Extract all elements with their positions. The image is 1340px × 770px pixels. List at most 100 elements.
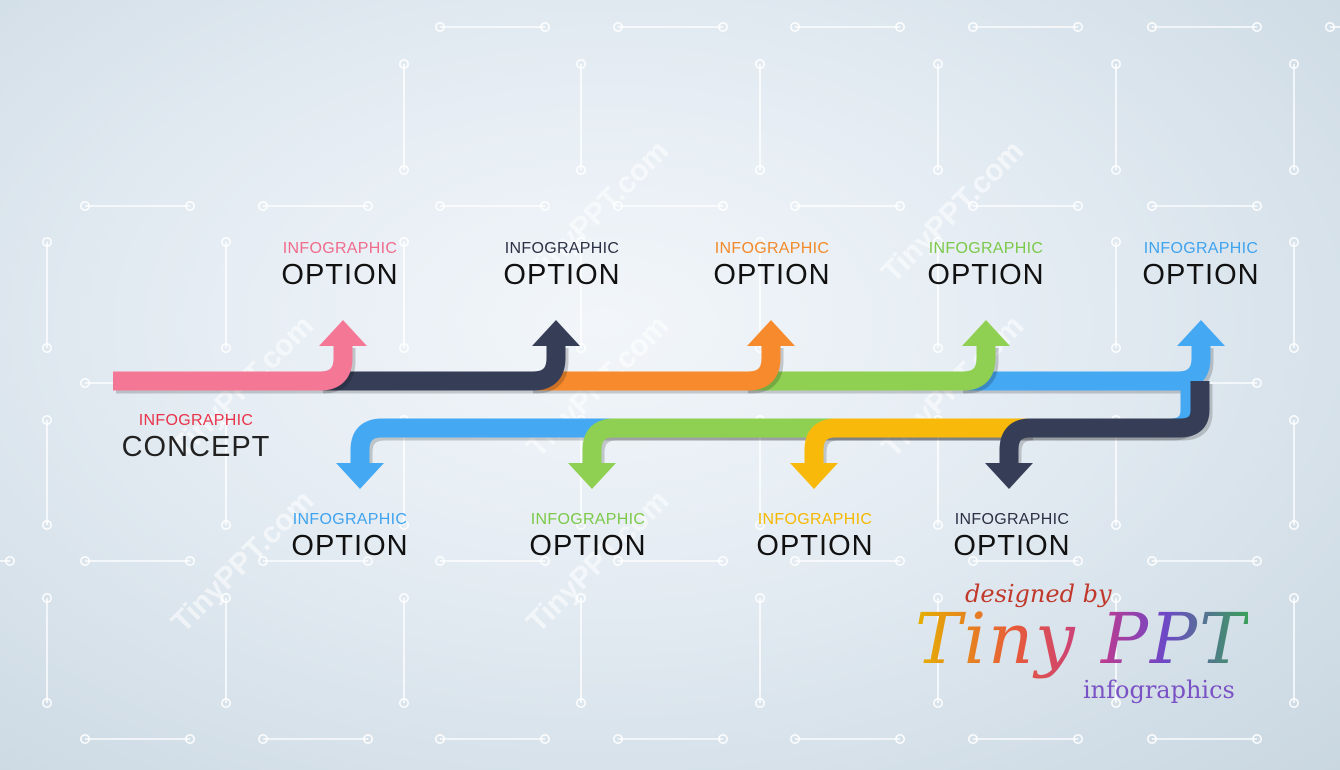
brand-name: Tiny PPT (915, 598, 1248, 680)
circuit-node (932, 342, 943, 353)
option-label-bottom-2: INFOGRAPHIC OPTION (518, 512, 658, 561)
option-label-bottom-3: INFOGRAPHIC OPTION (745, 512, 885, 561)
circuit-node (434, 733, 445, 744)
option-caption: INFOGRAPHIC (530, 511, 646, 528)
circuit-node (894, 201, 905, 212)
circuit-node (575, 592, 586, 603)
circuit-node (754, 592, 765, 603)
circuit-node (257, 555, 268, 566)
option-title: OPTION (953, 530, 1071, 562)
yellow-arrow-down-head (790, 463, 838, 489)
option-label-top-4: INFOGRAPHIC OPTION (916, 241, 1056, 290)
circuit-node (398, 592, 409, 603)
option-caption: INFOGRAPHIC (504, 240, 620, 257)
circuit-node (612, 21, 623, 32)
pink-arrow-up (113, 345, 353, 391)
circuit-node (434, 21, 445, 32)
circuit-node (1252, 733, 1263, 744)
circuit-node (575, 58, 586, 69)
circuit-node (41, 697, 52, 708)
brand-designed-by: designed by (965, 580, 1112, 608)
circuit-node (932, 165, 943, 176)
navy-arrow-up (320, 345, 566, 391)
green-arrow-down (582, 418, 1000, 463)
circuit-node (221, 697, 232, 708)
circuit-node (612, 555, 623, 566)
circuit-node (362, 201, 373, 212)
circuit-node (575, 342, 586, 353)
circuit-node (434, 555, 445, 566)
concept-title: CONCEPT (121, 431, 271, 463)
circuit-node (789, 21, 800, 32)
circuit-node (1252, 201, 1263, 212)
circuit-node (185, 555, 196, 566)
circuit-node (80, 377, 91, 388)
circuit-node (185, 733, 196, 744)
circuit-node (967, 201, 978, 212)
circuit-node (717, 733, 728, 744)
circuit-node (539, 201, 550, 212)
green-arrow-up (745, 345, 996, 391)
circuit-node (894, 555, 905, 566)
option-title: OPTION (503, 259, 621, 291)
circuit-node (717, 201, 728, 212)
circuit-node (932, 697, 943, 708)
circuit-node (754, 519, 765, 530)
circuit-node (41, 414, 52, 425)
circuit-node (41, 237, 52, 248)
option-title: OPTION (281, 259, 399, 291)
option-title: OPTION (529, 530, 647, 562)
circuit-node (789, 201, 800, 212)
circuit-node (789, 555, 800, 566)
blue-arrow-down-head (336, 463, 384, 489)
circuit-node (1111, 592, 1122, 603)
circuit-node (539, 21, 550, 32)
circuit-node (1111, 697, 1122, 708)
navy-arrow-down-head (985, 463, 1033, 489)
circuit-node (80, 555, 91, 566)
circuit-node (1147, 733, 1158, 744)
circuit-node (1289, 58, 1300, 69)
circuit-node (1252, 377, 1263, 388)
circuit-node (5, 555, 15, 566)
circuit-node (398, 519, 409, 530)
circuit-node (80, 201, 91, 212)
option-label-top-5: INFOGRAPHIC OPTION (1131, 241, 1271, 290)
circuit-node (257, 733, 268, 744)
circuit-node (754, 58, 765, 69)
option-label-bottom-1: INFOGRAPHIC OPTION (280, 512, 420, 561)
option-title: OPTION (1142, 259, 1260, 291)
circuit-node (41, 519, 52, 530)
circuit-node (789, 733, 800, 744)
circuit-node (434, 201, 445, 212)
circuit-node (221, 592, 232, 603)
circuit-node (717, 555, 728, 566)
circuit-node (754, 237, 765, 248)
circuit-node (754, 697, 765, 708)
circuit-node (1073, 21, 1084, 32)
circuit-node (612, 201, 623, 212)
green-arrow-head (962, 320, 1010, 346)
concept-caption: INFOGRAPHIC (138, 412, 254, 429)
option-label-top-3: INFOGRAPHIC OPTION (702, 241, 842, 290)
circuit-node (1289, 414, 1300, 425)
circuit-node (1289, 342, 1300, 353)
circuit-node (1111, 58, 1122, 69)
circuit-node (967, 21, 978, 32)
circuit-node (398, 342, 409, 353)
orange-arrow-up (530, 345, 781, 391)
circuit-node (1289, 165, 1300, 176)
option-caption: INFOGRAPHIC (954, 511, 1070, 528)
pink-arrow-head (319, 320, 367, 346)
circuit-node (1073, 201, 1084, 212)
option-caption: INFOGRAPHIC (1143, 240, 1259, 257)
circuit-node (1289, 592, 1300, 603)
circuit-node (539, 555, 550, 566)
option-caption: INFOGRAPHIC (292, 511, 408, 528)
option-caption: INFOGRAPHIC (714, 240, 830, 257)
circuit-node (398, 237, 409, 248)
circuit-node (932, 58, 943, 69)
circuit-node (398, 58, 409, 69)
circuit-node (894, 733, 905, 744)
option-title: OPTION (291, 530, 409, 562)
